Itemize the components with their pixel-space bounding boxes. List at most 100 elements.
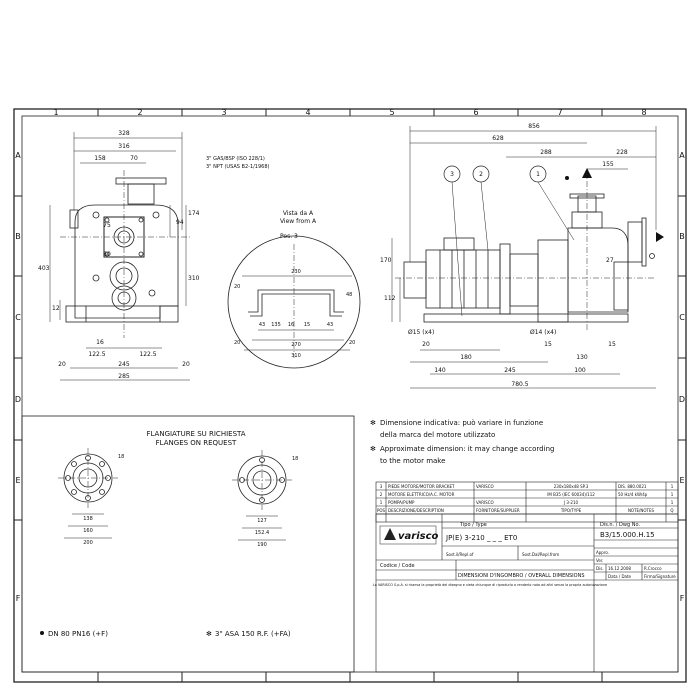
dim-75: 75: [103, 222, 111, 229]
dim-780-5: 780.5: [511, 381, 528, 388]
flange-asa150-drawing: [232, 450, 292, 541]
detail-dim-135: 135: [271, 322, 281, 328]
bom-rows: 3 PIEDE MOTORE/MOTOR BRACKET VARISCO 230…: [377, 484, 674, 513]
side-view: [391, 126, 657, 389]
border-row-labels: A B C D E F A B C D E F: [15, 151, 685, 603]
drawing-signature: R.Crocco: [644, 566, 662, 571]
dim-15-b: 15: [608, 341, 616, 348]
asterisk-icon: ✻: [206, 630, 212, 638]
flanges-title-en: FLANGES ON REQUEST: [156, 439, 237, 447]
note-line-2: della marca del motore utilizzato: [380, 431, 495, 439]
bom-row-3-desc: POMPA/PUMP: [388, 500, 415, 505]
dim-328: 328: [118, 130, 130, 137]
bom-row-2-q: 1: [671, 492, 674, 497]
col-label-6: 6: [473, 108, 478, 117]
flange-right-dim-18: 18: [292, 456, 298, 462]
row-label-ver: Ver.: [596, 558, 603, 563]
dim-403: 403: [38, 265, 50, 272]
row-label-c-right: C: [679, 313, 685, 322]
dim-856: 856: [528, 123, 540, 130]
dim-155: 155: [602, 161, 614, 168]
flanges-panel: FLANGIATURE SU RICHIESTA FLANGES ON REQU…: [21, 415, 355, 673]
detail-dim-43-right: 43: [327, 322, 333, 328]
detail-dim-20-a: 20: [234, 284, 240, 290]
front-view-labels: 328 316 158 70 75 80 94 174 310 403 12 1…: [38, 130, 200, 380]
bom-row-1-desc: PIEDE MOTORE/MOTOR BRACKET: [388, 484, 455, 489]
dim-130: 130: [576, 354, 588, 361]
col-label-4: 4: [305, 108, 310, 117]
note-asterisk-1-icon: ✻: [370, 419, 376, 427]
inlet-arrow-icon: [656, 232, 664, 242]
dim-112: 112: [384, 295, 396, 302]
note-line-1: Dimensione indicativa: può variare in fu…: [380, 419, 543, 427]
detail-title-it: Vista da A: [283, 210, 314, 217]
row-label-dis: Dis.: [596, 566, 604, 571]
dim-20-left: 20: [58, 361, 66, 368]
note-asterisk-2-icon: ✻: [370, 445, 376, 453]
flanges-title-it: FLANGIATURE SU RICHIESTA: [146, 430, 245, 438]
dim-228: 228: [616, 149, 628, 156]
bom-row-2-desc: MOTORE ELETTRICO/A.C. MOTOR: [388, 492, 455, 497]
codice-label: Codice / Code: [380, 563, 415, 569]
drawing-description: DIMENSIONI D'INGOMBRO / OVERALL DIMENSIO…: [458, 573, 585, 579]
bom-row-2-type: IM B35 (IEC 60034)/112: [547, 492, 595, 497]
bom-row-2-pos: 2: [380, 492, 383, 497]
row-label-c: C: [15, 313, 21, 322]
bom-row-1-pos: 3: [380, 484, 383, 489]
bom-header-supplier: FORNITORE/SUPPLIER: [476, 508, 520, 513]
detail-dim-20-c: 20: [349, 340, 355, 346]
detail-dim-310: 310: [291, 353, 301, 359]
row-label-f-right: F: [680, 594, 685, 603]
detail-dim-230: 230: [291, 269, 301, 275]
col-label-3: 3: [221, 108, 226, 117]
dim-628: 628: [492, 135, 504, 142]
detail-pos-label: Pos. 3: [280, 233, 298, 240]
dim-20-side: 20: [422, 341, 430, 348]
dim-20-right: 20: [182, 361, 190, 368]
col-label-2: 2: [137, 108, 142, 117]
dim-316: 316: [118, 143, 130, 150]
dim-285: 285: [118, 373, 130, 380]
row-label-appro: Appro.: [596, 550, 609, 555]
dim-12: 12: [52, 305, 60, 312]
detail-dim-15: 15: [304, 322, 310, 328]
flange-left-dim-138: 138: [83, 516, 93, 522]
dim-122-5-left: 122.5: [88, 351, 105, 358]
bom-row-3-supplier: VARISCO: [476, 500, 494, 505]
bom-row-3-q: 1: [671, 500, 674, 505]
dim-94: 94: [176, 219, 184, 226]
title-block-text: varisco Tipo / Type JP(E) 3-210 _ _ _ ET…: [373, 522, 676, 587]
bom-row-1-type: 230x180x48 SP.3: [554, 484, 589, 489]
dim-16: 16: [96, 339, 104, 346]
flange-dn80-drawing: [58, 448, 118, 539]
bom-row-1-notes: DIS. 880.0021: [618, 484, 647, 489]
dim-100: 100: [574, 367, 586, 374]
row-label-d: D: [15, 395, 21, 404]
detail-circle: [227, 235, 361, 369]
footer-date-label: Data / Date: [608, 574, 632, 579]
dim-27: 27: [606, 257, 614, 264]
discharge-arrow-icon: [582, 168, 592, 178]
dim-158: 158: [94, 155, 106, 162]
col-label-7: 7: [557, 108, 562, 117]
tipo-value: JP(E) 3-210 _ _ _ ET0: [445, 534, 517, 542]
row-label-f: F: [16, 594, 21, 603]
detail-dim-48: 48: [346, 292, 352, 298]
row-label-e-right: E: [679, 476, 684, 485]
note-line-4: to the motor make: [380, 457, 445, 465]
bom-row-3-type: J 3-210: [563, 500, 579, 505]
footer-signature-label: Firma/Signature: [644, 574, 676, 579]
bom-header-type: TIPO/TYPE: [560, 508, 582, 513]
bom-header-notes: NOTE/NOTES: [628, 508, 655, 513]
dim-122-5-right: 122.5: [139, 351, 156, 358]
flange-right-dim-152-4: 152.4: [255, 530, 269, 536]
connection-note-gas: 3" GAS/BSP (ISO 228/1): [206, 156, 265, 162]
flange-left-dim-200: 200: [83, 540, 93, 546]
detail-view: Vista da A View from A Pos. 3 230 48 43 …: [227, 210, 361, 369]
flange-left-dim-18: 18: [118, 454, 124, 460]
callout-1: 1: [536, 171, 540, 178]
dim-245: 245: [118, 361, 130, 368]
detail-dim-270: 270: [291, 342, 301, 348]
inlet-marker-icon: [649, 253, 655, 259]
